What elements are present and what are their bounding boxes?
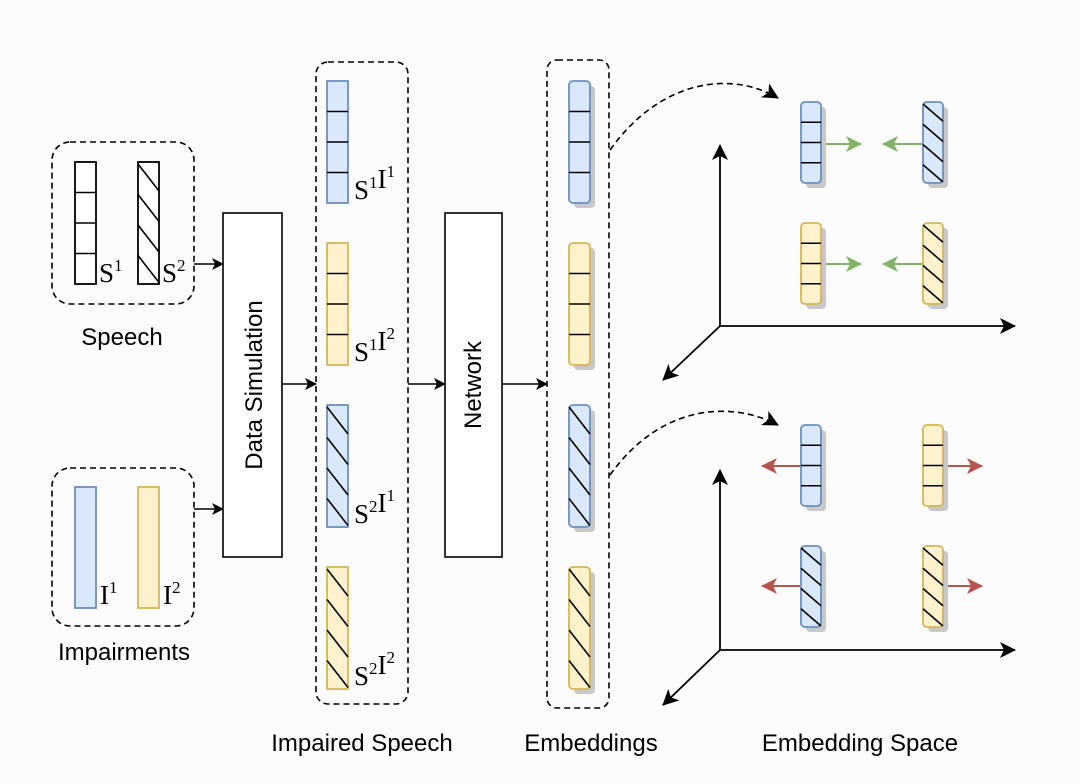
- bar-hatch-line: [922, 608, 944, 627]
- vector-bar-hatched-yellow: [922, 222, 948, 309]
- bar-hatch-line: [326, 568, 349, 597]
- bar-hatch-line: [326, 467, 349, 496]
- vector-bar-hatched-blue: [922, 101, 948, 188]
- vector-bar-segmented-blue: [800, 424, 826, 511]
- bar-body: [922, 545, 944, 628]
- vector-bar-hatched-blue: [326, 404, 349, 528]
- bar-hatch-line: [922, 123, 944, 143]
- impaired-speech-caption: Impaired Speech: [271, 730, 452, 757]
- bar-body: [326, 566, 349, 690]
- bar-body: [568, 404, 591, 528]
- bar-hatch-line: [568, 568, 591, 597]
- vector-bar-plain-blue: [74, 486, 97, 609]
- bar-hatch-line: [800, 547, 822, 566]
- bar-body: [922, 222, 944, 305]
- speech-label-S1: S1: [99, 256, 123, 288]
- impairment-label-I1: I1: [100, 578, 118, 610]
- impaired-speech-group-frame: [315, 61, 409, 705]
- vector-bar-hatched-yellow: [568, 566, 595, 694]
- bar-hatch-line: [922, 547, 944, 566]
- bar-hatch-line: [922, 567, 944, 587]
- bar-hatch-line: [326, 660, 349, 688]
- bar-hatch-line: [326, 437, 349, 465]
- bar-body: [326, 404, 349, 528]
- bar-hatch-line: [137, 163, 160, 192]
- bar-hatch-line: [568, 437, 591, 465]
- data-simulation-block: [222, 212, 283, 558]
- bar-hatch-line: [568, 498, 591, 526]
- speech-label-S2: S2: [162, 256, 186, 288]
- bar-hatch-line: [922, 143, 944, 163]
- impairment-label-I2: I2: [163, 578, 181, 610]
- bar-hatch-line: [137, 194, 160, 222]
- speech-caption: Speech: [81, 324, 162, 351]
- bar-hatch-line: [922, 285, 944, 304]
- impairments-group-frame: [51, 467, 195, 627]
- bar-body: [137, 161, 160, 285]
- bar-body: [137, 486, 160, 609]
- bar-hatch-line: [800, 567, 822, 587]
- impaired-speech-label-2: S2I1: [354, 486, 395, 529]
- embedding-space-caption: Embedding Space: [762, 730, 958, 757]
- impaired-speech-label-0: S1I1: [354, 162, 395, 205]
- bar-hatch-line: [326, 629, 349, 658]
- vector-bar-hatched-blue: [568, 404, 595, 532]
- vector-bar-hatched-blue: [800, 545, 826, 632]
- data-simulation-label: Data Simulation: [241, 300, 268, 469]
- bar-hatch-line: [568, 467, 591, 496]
- vector-bars: [74, 80, 948, 694]
- bar-hatch-line: [137, 224, 160, 253]
- bar-hatch-line: [922, 244, 944, 264]
- bar-body: [74, 486, 97, 609]
- bar-hatch-line: [568, 660, 591, 688]
- bar-hatch-line: [922, 587, 944, 607]
- bar-hatch-line: [568, 599, 591, 627]
- bar-hatch-line: [568, 406, 591, 435]
- embedding-axes-top: [662, 144, 1016, 381]
- bar-hatch-line: [326, 599, 349, 627]
- bar-hatch-line: [326, 406, 349, 435]
- network-label: Network: [460, 340, 487, 429]
- vector-bar-segmented-blue: [326, 80, 349, 204]
- embeddings-to-space-top-arrow: [609, 82, 779, 151]
- vector-bar-hatched-white: [137, 161, 160, 285]
- vector-bar-segmented-yellow: [800, 222, 826, 309]
- bar-hatch-line: [922, 224, 944, 243]
- bar-hatch-line: [137, 255, 160, 283]
- vector-bar-segmented-yellow: [326, 242, 349, 366]
- bar-hatch-line: [922, 103, 944, 122]
- bar-hatch-line: [326, 498, 349, 526]
- impaired-speech-label-1: S1I2: [354, 324, 395, 367]
- speech-group-frame: [51, 141, 195, 305]
- vector-bar-segmented-blue: [800, 101, 826, 188]
- bar-hatch-line: [800, 587, 822, 607]
- network-block: [444, 212, 503, 558]
- vector-bar-segmented-white: [74, 161, 97, 285]
- vector-bar-hatched-yellow: [922, 545, 948, 632]
- impairments-caption: Impairments: [58, 639, 190, 666]
- vector-bar-segmented-blue: [568, 80, 595, 208]
- bar-hatch-line: [568, 629, 591, 658]
- impaired-speech-label-3: S2I2: [354, 648, 395, 691]
- bar-body: [800, 545, 822, 628]
- vector-bar-segmented-yellow: [922, 424, 948, 511]
- bar-hatch-line: [922, 164, 944, 183]
- vector-bar-hatched-yellow: [326, 566, 349, 690]
- embeddings-to-space-bottom-arrow: [609, 410, 779, 476]
- bar-body: [922, 101, 944, 184]
- bar-body: [568, 566, 591, 690]
- bar-hatch-line: [922, 264, 944, 284]
- embeddings-caption: Embeddings: [524, 730, 657, 757]
- bar-hatch-line: [800, 608, 822, 627]
- embedding-axes-bottom: [662, 469, 1016, 706]
- vector-bar-plain-yellow: [137, 486, 160, 609]
- vector-bar-segmented-yellow: [568, 242, 595, 370]
